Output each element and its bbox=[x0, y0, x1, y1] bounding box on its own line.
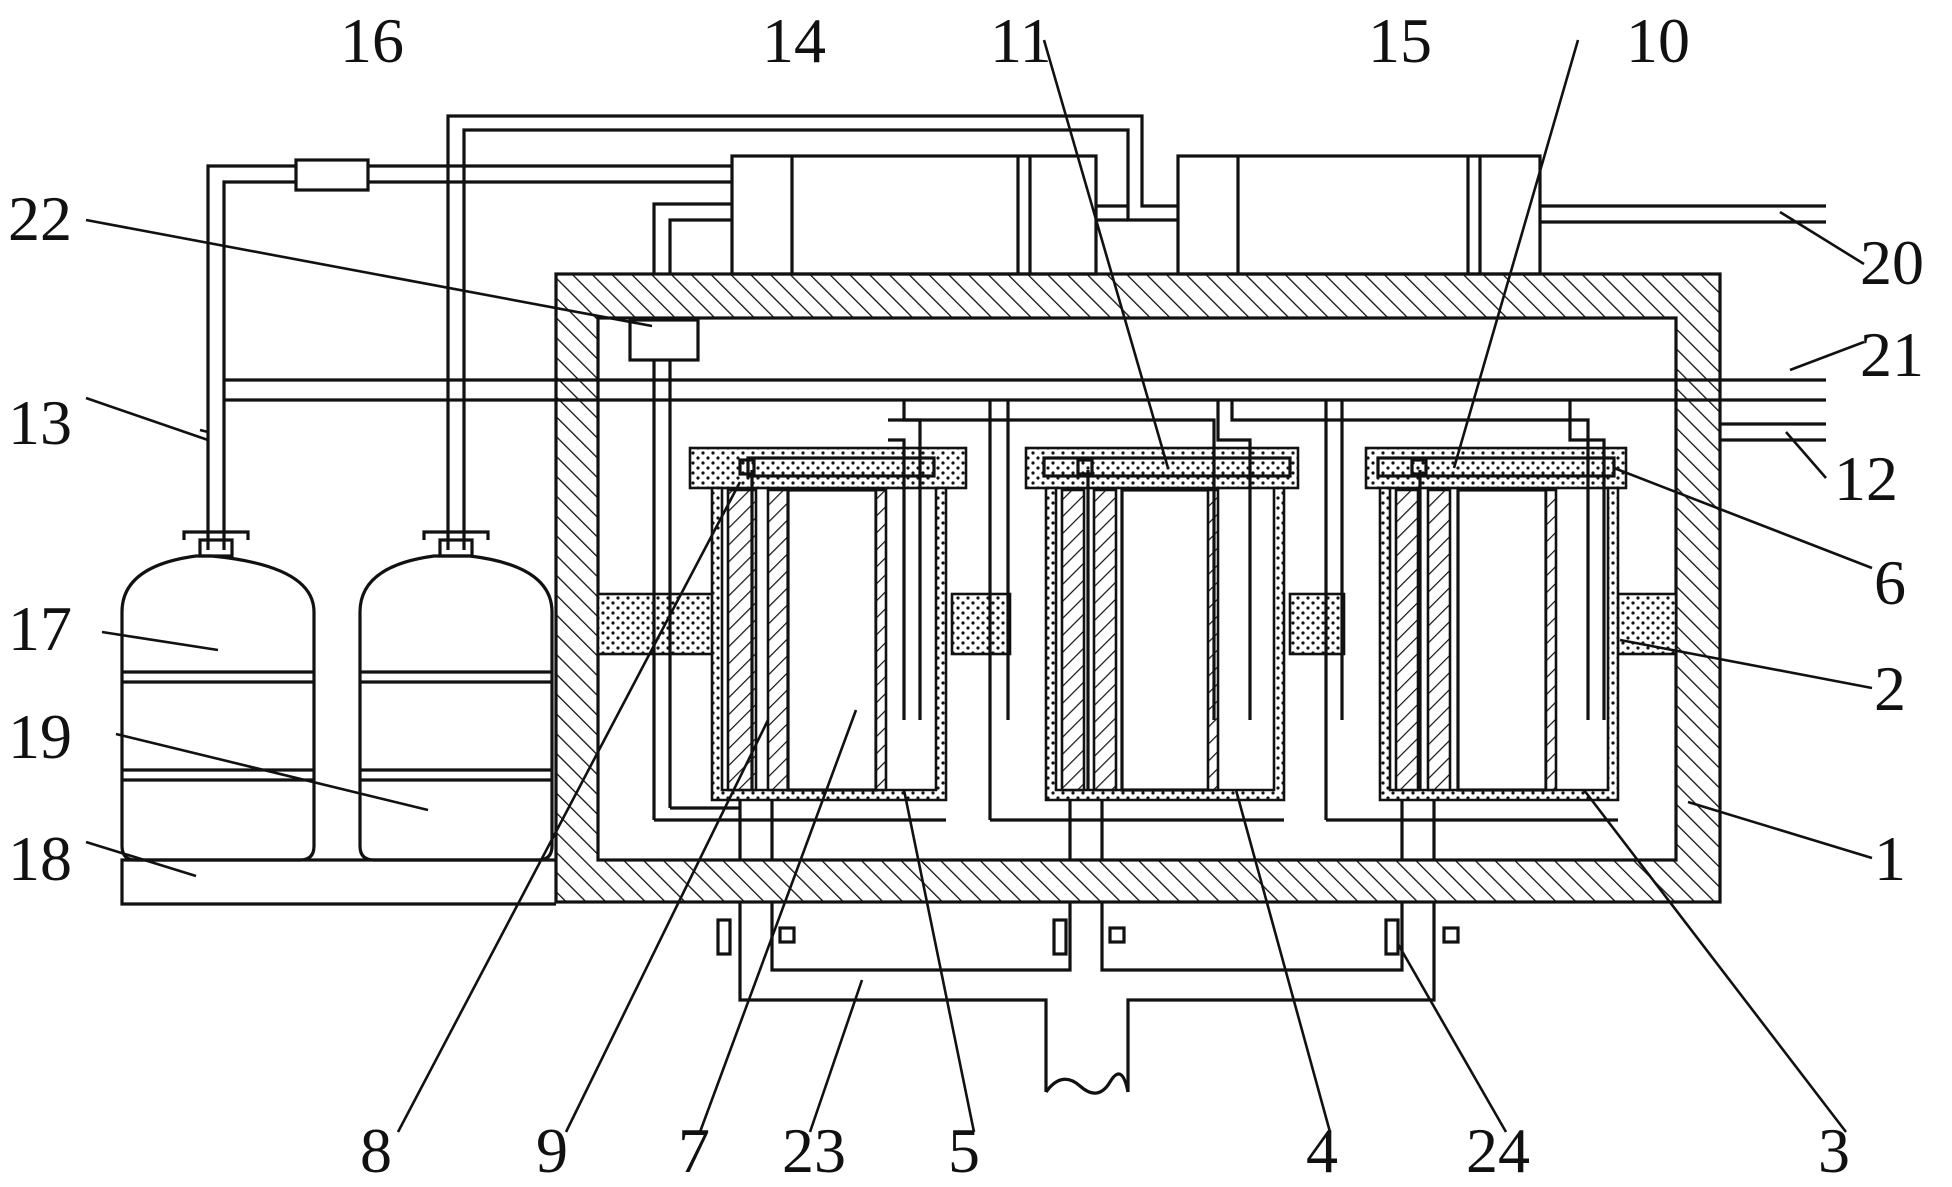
label-15: 15 bbox=[1368, 5, 1432, 76]
leader-lines bbox=[85, 39, 1873, 1133]
label-24: 24 bbox=[1466, 1115, 1530, 1186]
tank-19 bbox=[358, 530, 554, 862]
porous-band bbox=[596, 592, 1678, 656]
label-10: 10 bbox=[1626, 5, 1690, 76]
label-22: 22 bbox=[8, 183, 72, 254]
label-16: 16 bbox=[340, 5, 404, 76]
label-23: 23 bbox=[782, 1115, 846, 1186]
label-4: 4 bbox=[1306, 1115, 1338, 1186]
cell-4 bbox=[902, 400, 1300, 860]
label-5: 5 bbox=[948, 1115, 980, 1186]
unit-15 bbox=[1176, 154, 1542, 276]
label-7: 7 bbox=[678, 1115, 710, 1186]
label-13: 13 bbox=[8, 387, 72, 458]
label-18: 18 bbox=[8, 823, 72, 894]
cell-3 bbox=[1230, 400, 1628, 860]
label-19: 19 bbox=[8, 701, 72, 772]
label-9: 9 bbox=[536, 1115, 568, 1186]
tank-17 bbox=[120, 530, 316, 862]
piping bbox=[120, 114, 1826, 906]
partition-lines bbox=[988, 400, 1344, 820]
unit-14 bbox=[730, 154, 1098, 276]
label-3: 3 bbox=[1818, 1115, 1850, 1186]
label-20: 20 bbox=[1860, 227, 1924, 298]
label-21: 21 bbox=[1860, 319, 1924, 390]
label-12: 12 bbox=[1834, 443, 1898, 514]
label-11: 11 bbox=[990, 5, 1052, 76]
label-1: 1 bbox=[1874, 823, 1906, 894]
label-17: 17 bbox=[8, 593, 72, 664]
label-6: 6 bbox=[1874, 547, 1906, 618]
cell-5 bbox=[654, 418, 968, 860]
label-2: 2 bbox=[1874, 653, 1906, 724]
label-8: 8 bbox=[360, 1115, 392, 1186]
label-14: 14 bbox=[762, 5, 826, 76]
labels: 1 2 3 4 5 6 7 8 9 10 11 12 13 14 15 16 1… bbox=[8, 5, 1924, 1186]
drain-assembly bbox=[716, 902, 1460, 1095]
